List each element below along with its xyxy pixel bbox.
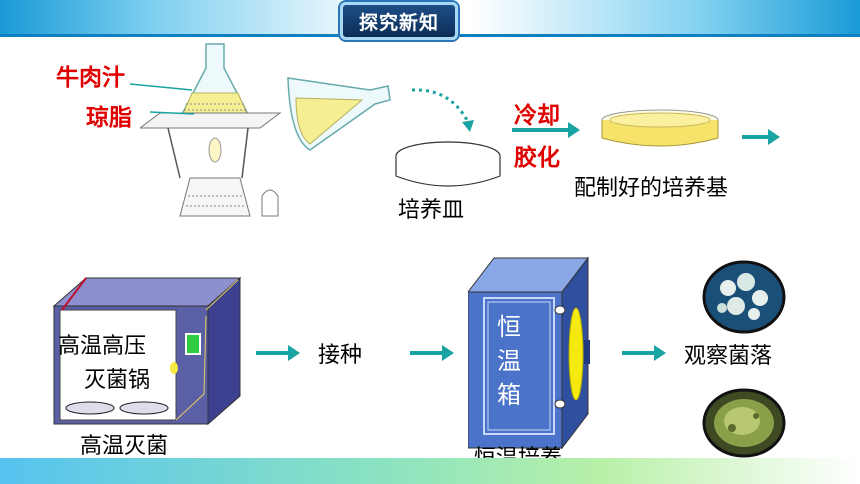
footer-bar: [0, 458, 860, 484]
medium-preparation-illustration: [140, 43, 501, 217]
agar-label: 琼脂: [86, 105, 132, 131]
pour-arrow: [411, 88, 470, 123]
arrow-to-observe: [622, 345, 666, 361]
pouring-flask: [287, 77, 391, 151]
sterilize-label: 高温灭菌: [80, 434, 169, 459]
incubator-char-3: 箱: [497, 381, 521, 409]
inoculate-label: 接种: [318, 343, 363, 368]
cool-label: 冷却: [514, 103, 560, 129]
autoclave-line2: 灭菌锅: [84, 368, 151, 393]
prepared-dish-icon: [601, 109, 719, 147]
observe-label: 观察菌落: [684, 344, 773, 369]
autoclave-line1: 高温高压: [58, 334, 147, 359]
page-title: 探究新知: [358, 11, 439, 34]
label-pointer-lines: [130, 83, 195, 115]
cool-arrow: [512, 122, 580, 138]
petri-dish-label: 培养皿: [398, 198, 465, 223]
beef-broth-label: 牛肉汁: [56, 65, 125, 91]
title-badge: 探究新知: [340, 2, 458, 40]
prepared-medium-label: 配制好的培养基: [574, 176, 729, 201]
arrow-to-incubator: [410, 345, 454, 361]
petri-dish-icon: [395, 141, 501, 187]
colony-dish-top: [702, 260, 786, 334]
incubator-illustration: [468, 256, 590, 450]
lamp-cap: [261, 189, 279, 217]
pour-arrowhead: [462, 120, 474, 132]
prep-next-arrow: [742, 129, 780, 145]
alcohol-lamp: [179, 137, 251, 217]
wire-gauze: [140, 112, 282, 129]
solidify-label: 胶化: [514, 145, 560, 171]
colony-dish-bottom: [702, 388, 786, 458]
incubator-char-2: 温: [497, 347, 521, 375]
incubator-char-1: 恒: [497, 313, 521, 341]
arrow-to-inoculate: [256, 345, 300, 361]
autoclave-illustration: [52, 276, 242, 426]
heating-flask: [178, 43, 252, 119]
